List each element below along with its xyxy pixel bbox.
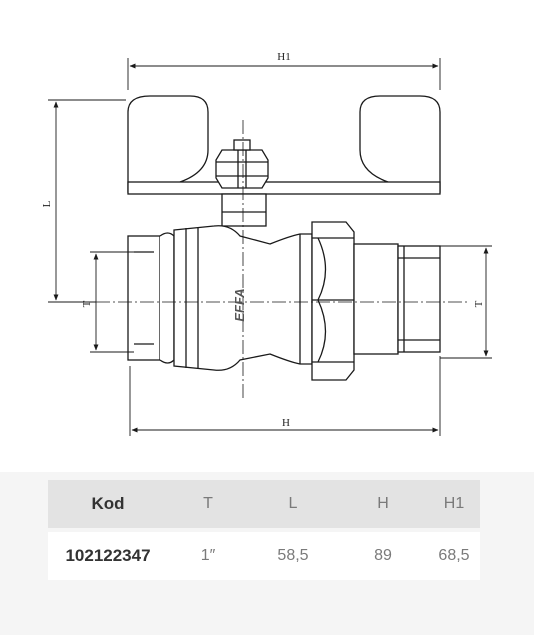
table-header-row: Kod T L H H1 [48, 480, 480, 528]
spec-table: Kod T L H H1 102122347 1″ 58,5 89 68,5 [48, 480, 480, 580]
left-connector [127, 235, 161, 361]
handle-plate [127, 181, 441, 195]
hex-union-nut [311, 221, 355, 381]
butterfly-handle [127, 95, 209, 193]
cell-h: 89 [374, 547, 392, 564]
header-t: T [203, 495, 213, 512]
label-h1: H1 [277, 51, 290, 63]
cell-kod: 102122347 [65, 546, 151, 565]
tail-piece [353, 243, 399, 355]
header-h1: H1 [443, 495, 465, 512]
label-t-right: T [473, 300, 485, 307]
header-l: L [288, 495, 298, 512]
male-thread [397, 245, 441, 353]
cell-l: 58,5 [277, 547, 309, 564]
valve-technical-drawing: H1 H L T T EFFA [41, 51, 492, 436]
cell-h1: 68,5 [438, 547, 470, 564]
valve-stem [221, 193, 267, 227]
effa-logo: EFFA [232, 288, 247, 321]
header-h: H [377, 495, 389, 512]
cell-t: 1″ [200, 547, 216, 564]
header-kod: Kod [91, 494, 125, 513]
label-h: H [282, 417, 290, 429]
handle-nut [215, 149, 269, 189]
table-row: 102122347 1″ 58,5 89 68,5 [48, 532, 480, 580]
label-t-left: T [81, 300, 93, 307]
label-l: L [41, 200, 53, 207]
